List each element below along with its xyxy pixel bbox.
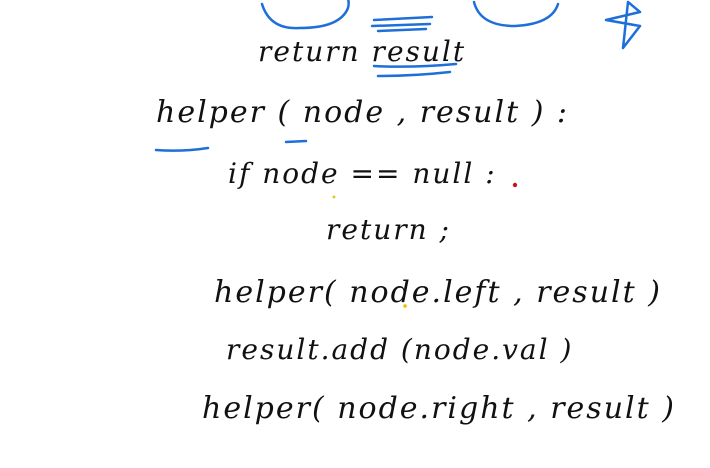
line-helper-left: helper( node.left , result ) bbox=[214, 275, 662, 310]
red-dot bbox=[512, 182, 518, 188]
line-helper-right: helper( node.right , result ) bbox=[202, 391, 676, 426]
underline-helper bbox=[154, 146, 210, 152]
line-helper-def: helper ( node , result ) : bbox=[156, 95, 570, 130]
top-circle-left bbox=[260, 0, 350, 30]
line-result-add: result.add (node.val ) bbox=[226, 333, 574, 366]
underline-node bbox=[284, 139, 308, 144]
star-icon bbox=[604, 0, 642, 50]
top-circle-right bbox=[472, 0, 560, 28]
line-return: return ; bbox=[326, 213, 451, 246]
line-if-null: if node == null : bbox=[228, 157, 497, 190]
top-scribble bbox=[370, 15, 434, 33]
line-return-result: return result bbox=[258, 35, 467, 68]
yellow-dot-1 bbox=[332, 195, 336, 199]
